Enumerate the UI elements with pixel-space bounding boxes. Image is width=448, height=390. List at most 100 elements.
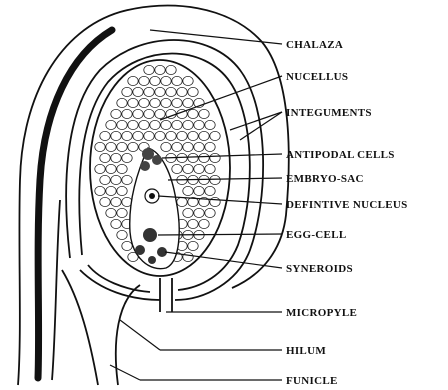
- nucellus-cell: [172, 164, 182, 173]
- nucellus-cell: [205, 120, 215, 129]
- nucellus-cell: [106, 120, 116, 129]
- nucellus-cell: [194, 186, 204, 195]
- nucellus-cell: [139, 120, 149, 129]
- nucellus-cell: [128, 76, 138, 85]
- nucellus-cell: [106, 142, 116, 151]
- nucellus-cell: [194, 164, 204, 173]
- nucellus-cell: [122, 109, 132, 118]
- nucellus-cell: [177, 131, 187, 140]
- nucellus-cell: [139, 76, 149, 85]
- nucellus-cell: [155, 109, 165, 118]
- nucellus-cell: [210, 153, 220, 162]
- nucellus-cell: [172, 76, 182, 85]
- label-embryo-sac: EMBRYO-SAC: [286, 173, 364, 185]
- nucellus-cell: [150, 120, 160, 129]
- label-antipodal-cells: ANTIPODAL CELLS: [286, 149, 395, 161]
- nucellus-cell: [183, 252, 193, 261]
- nucellus-cell: [122, 131, 132, 140]
- nucellus-cell: [194, 208, 204, 217]
- nucellus-cell: [106, 208, 116, 217]
- nucellus-cell: [133, 87, 143, 96]
- nucellus-cell: [155, 131, 165, 140]
- label-chalaza: CHALAZA: [286, 39, 343, 51]
- nucellus-cell: [111, 153, 121, 162]
- nucellus-cell: [155, 87, 165, 96]
- nucellus-cell: [161, 98, 171, 107]
- label-definitive-nucleus: DEFINTIVE NUCLEUS: [286, 199, 408, 211]
- label-funicle: FUNICLE: [286, 375, 338, 387]
- label-hilum: HILUM: [286, 345, 326, 357]
- nucellus-cell: [144, 65, 154, 74]
- nucellus-cell: [188, 241, 198, 250]
- nucellus-cell: [128, 98, 138, 107]
- nucellus-cell: [183, 164, 193, 173]
- label-synergids: SYNEROIDS: [286, 263, 353, 275]
- nucellus-cell: [117, 230, 127, 239]
- nucellus-cell: [205, 142, 215, 151]
- nucellus-cell: [205, 164, 215, 173]
- nucellus-cell: [188, 87, 198, 96]
- nucellus-cell: [111, 219, 121, 228]
- nucellus-cell: [95, 186, 105, 195]
- nucellus-cell: [122, 87, 132, 96]
- nucellus-cell: [133, 109, 143, 118]
- nucellus-cell: [161, 120, 171, 129]
- nucellus-cell: [194, 142, 204, 151]
- nucellus-cell: [111, 175, 121, 184]
- nucellus-cell: [122, 241, 132, 250]
- nucellus-cell: [111, 197, 121, 206]
- nucellus-cell: [177, 87, 187, 96]
- nucellus-cell: [172, 142, 182, 151]
- nucellus-cell: [95, 142, 105, 151]
- nucellus-cell: [172, 98, 182, 107]
- nucellus-cell: [199, 219, 209, 228]
- label-integuments: INTEGUMENTS: [286, 107, 372, 119]
- nucellus-cell: [122, 175, 132, 184]
- nucellus-cell: [188, 153, 198, 162]
- nucellus-cell: [111, 109, 121, 118]
- nucellus-cell: [166, 65, 176, 74]
- nucellus-cell: [128, 142, 138, 151]
- nucellus-cell: [194, 120, 204, 129]
- label-egg-cell: EGG-CELL: [286, 229, 346, 241]
- nucellus-cell: [111, 131, 121, 140]
- label-micropyle: MICROPYLE: [286, 307, 357, 319]
- nucellus-cell: [128, 120, 138, 129]
- nucellus-cell: [183, 186, 193, 195]
- nucellus-cell: [188, 131, 198, 140]
- nucellus-cell: [183, 120, 193, 129]
- micropyle-canal: [160, 278, 172, 312]
- nucellus-cell: [117, 142, 127, 151]
- nucellus-cell: [161, 76, 171, 85]
- nucellus-cell: [117, 98, 127, 107]
- definitive-nucleus: [145, 189, 159, 203]
- nucellus-cell: [188, 219, 198, 228]
- nucellus-cell: [117, 120, 127, 129]
- nucellus-cell: [205, 208, 215, 217]
- nucellus-cell: [183, 208, 193, 217]
- nucellus-cell: [199, 131, 209, 140]
- nucellus-cell: [150, 76, 160, 85]
- nucellus-cell: [183, 98, 193, 107]
- nucellus-cell: [210, 197, 220, 206]
- nucellus-cell: [100, 153, 110, 162]
- labels: CHALAZA NUCELLUS INTEGUMENTS ANTIPODAL C…: [286, 39, 408, 387]
- nucellus-cell: [177, 197, 187, 206]
- nucellus-cell: [100, 175, 110, 184]
- nucellus-cell: [139, 98, 149, 107]
- nucellus-cell: [199, 109, 209, 118]
- nucellus-cell: [210, 175, 220, 184]
- nucellus-cell: [100, 131, 110, 140]
- nucellus-cell: [100, 197, 110, 206]
- nucellus-cell: [117, 164, 127, 173]
- nucellus-cell: [95, 164, 105, 173]
- nucellus-cell: [144, 131, 154, 140]
- nucellus-cell: [144, 109, 154, 118]
- nucellus-cell: [205, 186, 215, 195]
- nucellus-cell: [106, 186, 116, 195]
- nucellus-cell: [183, 76, 193, 85]
- nucellus-cell: [117, 186, 127, 195]
- nucellus-cell: [161, 142, 171, 151]
- nucellus-cell: [183, 142, 193, 151]
